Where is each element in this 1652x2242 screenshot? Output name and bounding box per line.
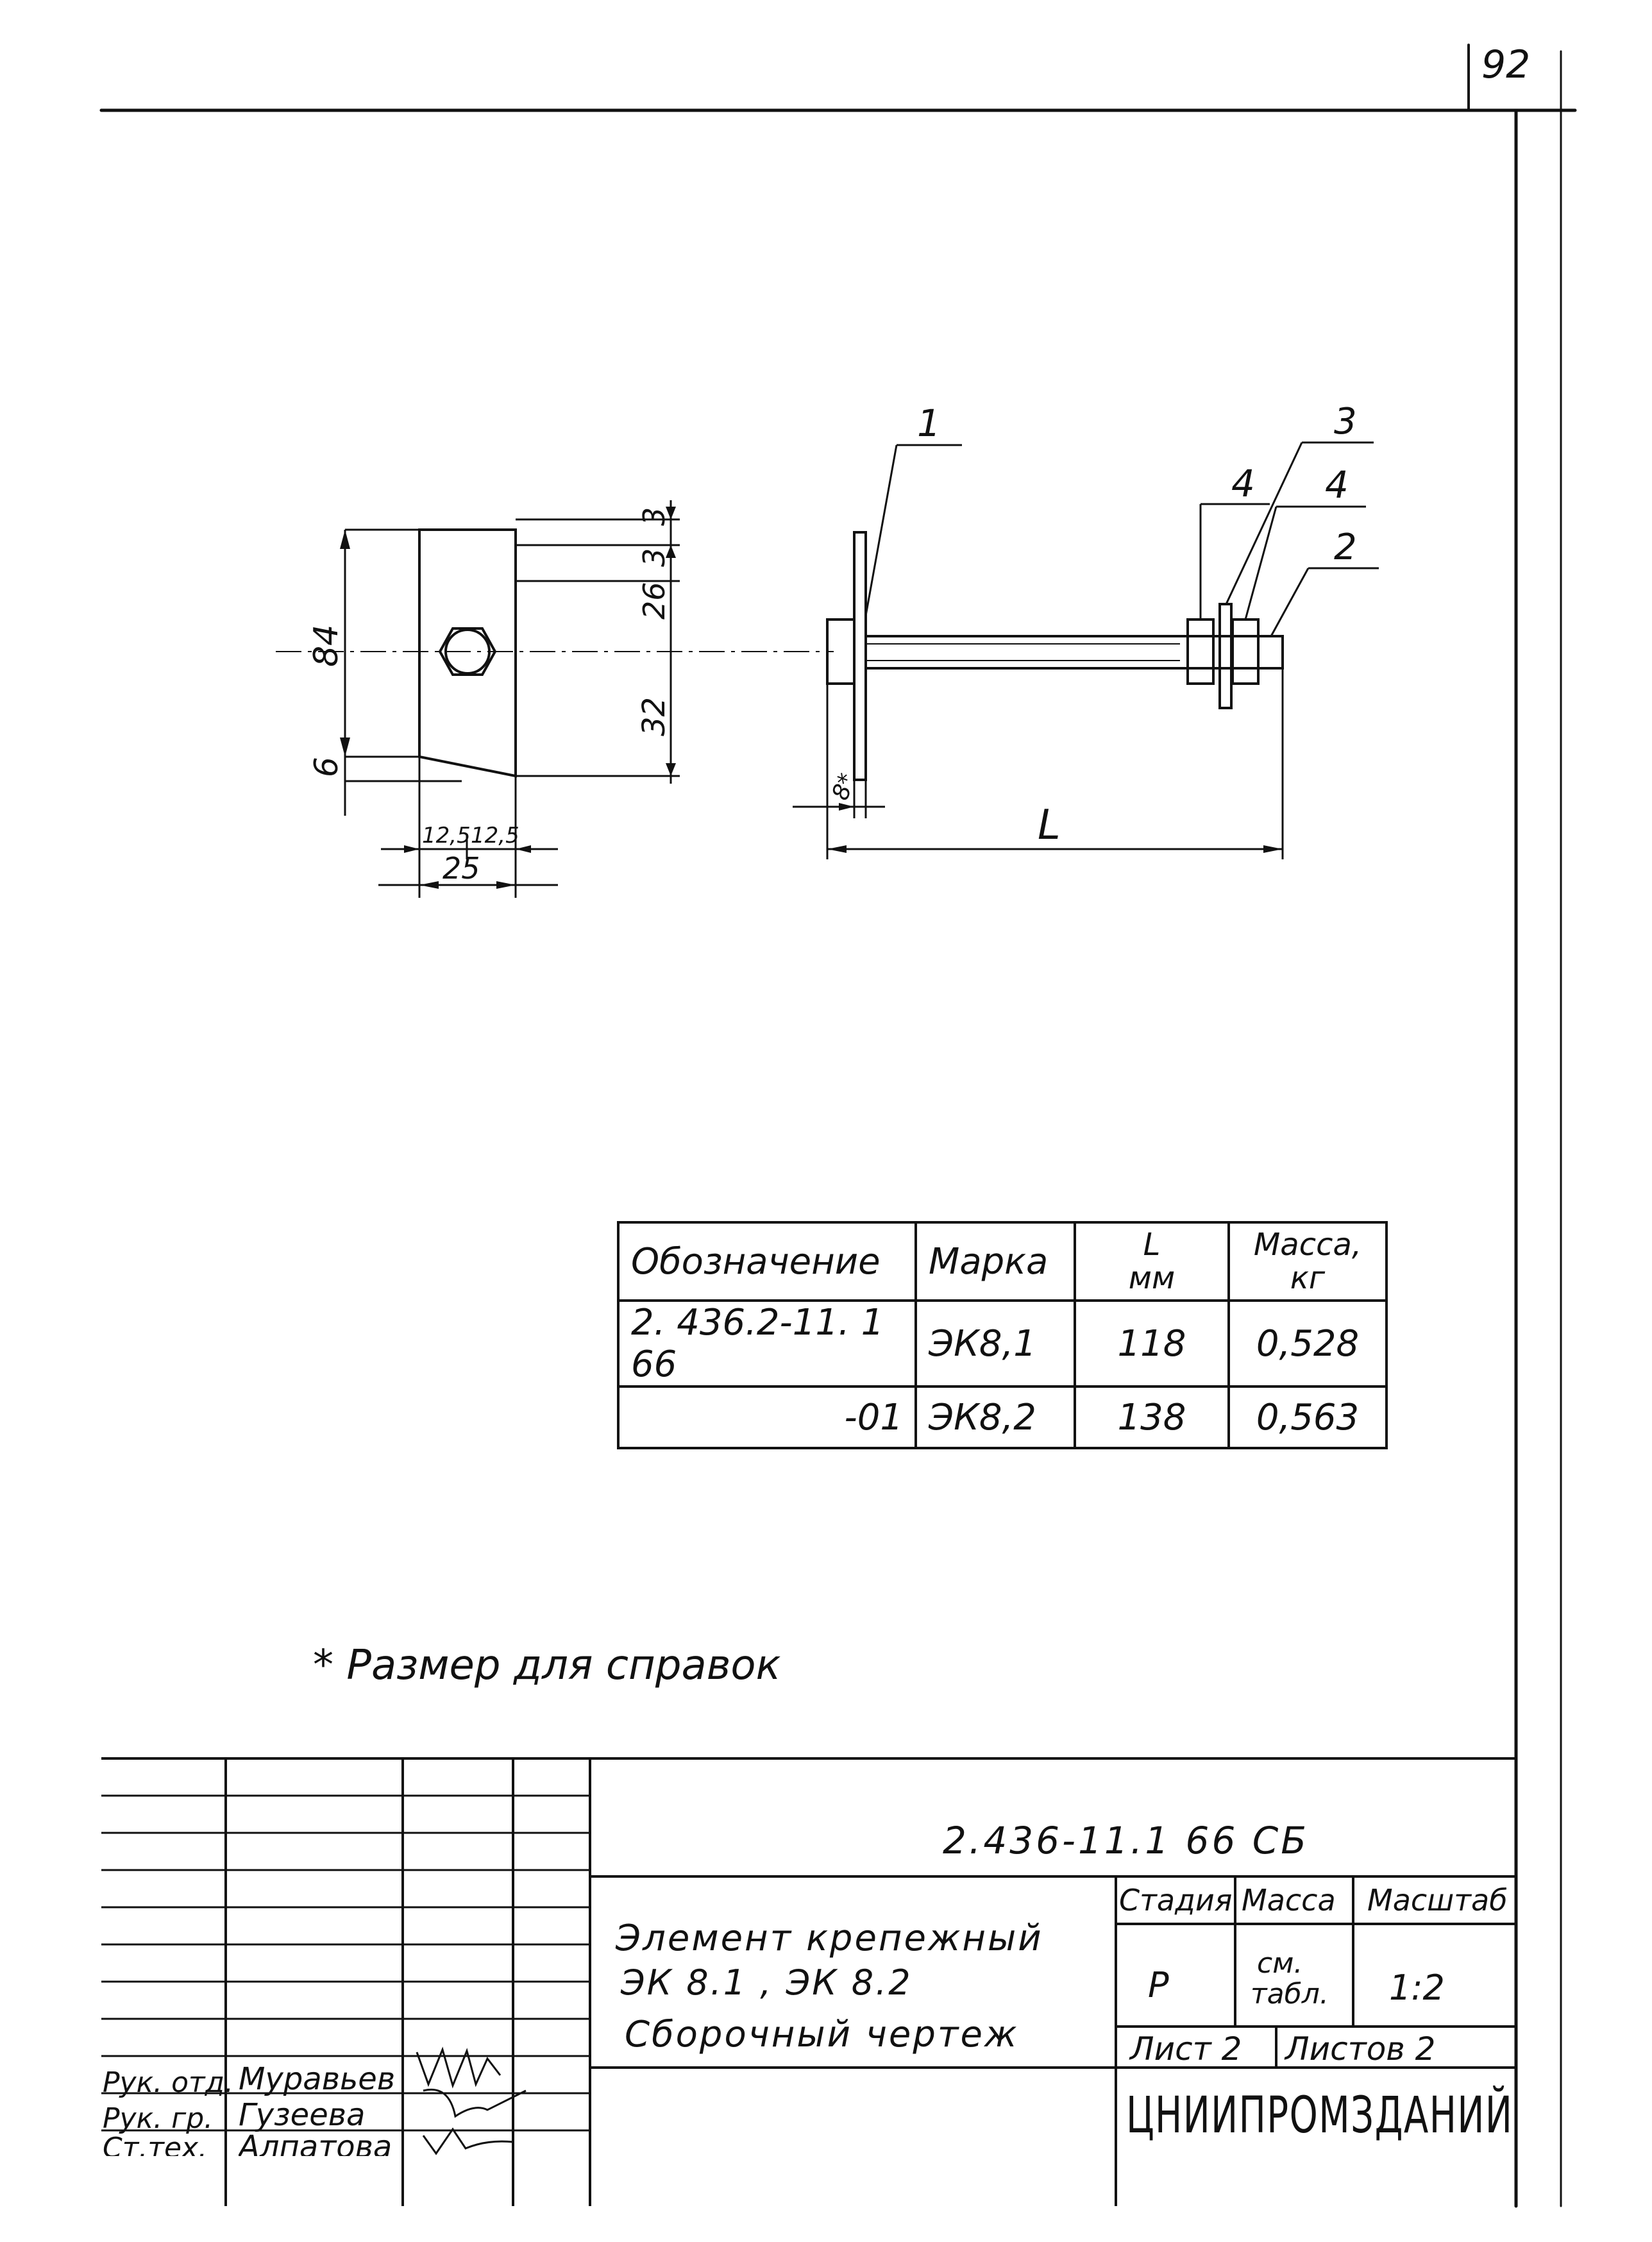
nut-item-4b	[1231, 618, 1260, 685]
dim-inner-top: 3	[637, 548, 671, 567]
sheet-label: Лист 2	[1130, 2030, 1242, 2068]
header-mass: Масса, кг	[1227, 1221, 1388, 1302]
signature-name-3: Алпатова	[239, 2129, 392, 2156]
dim-top: 3	[637, 507, 671, 526]
row1-mass: 0,528	[1227, 1299, 1388, 1388]
stage-value: Р	[1148, 1965, 1169, 2005]
row2-designation: -01	[617, 1385, 917, 1449]
signature-marks	[416, 2046, 527, 2155]
plate-outline	[418, 528, 517, 778]
signature-role-1: Рук. отд.	[103, 2066, 234, 2099]
bolt-shaft	[864, 635, 1284, 670]
title-line-3: Сборочный чертеж	[625, 2014, 1019, 2055]
header-length-line1: L	[1143, 1227, 1161, 1263]
sheets-label: Листов 2	[1285, 2030, 1436, 2068]
signature-name-1: Муравьев	[239, 2061, 396, 2097]
header-mark: Марка	[914, 1221, 1076, 1302]
title-block-rows	[101, 1794, 590, 2132]
mass-value-line-2: табл.	[1251, 1978, 1329, 2010]
callout-3: 3	[1334, 401, 1357, 442]
page-number: 92	[1481, 42, 1531, 87]
table-row: -01 ЭК8,2 138 0,563	[617, 1385, 1388, 1449]
dim-lower: 32	[636, 697, 672, 736]
drawing-labels: 84 6 3 3 26 32 12,5 12,5 25 1 4 3 4 2 8*…	[307, 401, 1357, 886]
mass-header: Масса	[1242, 1883, 1336, 1917]
dim-width: 25	[442, 851, 480, 886]
signature-role-3: Ст.тех.	[103, 2132, 208, 2156]
header-mass-line1: Масса,	[1253, 1227, 1362, 1263]
row2-mass: 0,563	[1227, 1385, 1388, 1449]
table-row: 2. 436.2-11. 1 66 ЭК8,1 118 0,528	[617, 1299, 1388, 1388]
document-code: 2.436-11.1 66 СБ	[943, 1819, 1310, 1862]
row1-length: 118	[1074, 1299, 1230, 1388]
dim-bottom: 6	[308, 757, 345, 777]
row2-length: 138	[1074, 1385, 1230, 1449]
table-header-row: Обозначение Марка L мм Масса, кг	[617, 1221, 1388, 1302]
header-length-line2: мм	[1128, 1260, 1176, 1296]
spec-table: Обозначение Марка L мм Масса, кг 2. 436.…	[617, 1221, 1388, 1449]
dim-arrows-left	[340, 507, 676, 889]
title-line-1: Элемент крепежный	[616, 1917, 1043, 1959]
dim-half-left: 12,5	[422, 823, 471, 848]
row1-mark: ЭК8,1	[914, 1299, 1076, 1388]
callout-4b: 4	[1325, 463, 1349, 507]
stage-header: Стадия	[1119, 1883, 1233, 1917]
bolt-side-view	[826, 531, 1284, 781]
callout-4a: 4	[1231, 462, 1255, 505]
dim-half-right: 12,5	[471, 823, 519, 848]
signature-name-2: Гузеева	[239, 2097, 366, 2133]
row2-mark: ЭК8,2	[914, 1385, 1076, 1449]
dim-upper: 26	[637, 582, 671, 620]
nut-item-4a	[1186, 618, 1215, 685]
dim-thickness: 8*	[827, 770, 861, 804]
row1-designation: 2. 436.2-11. 1 66	[617, 1299, 917, 1388]
scale-value: 1:2	[1389, 1968, 1445, 2008]
signature-role-2: Рук. гр.	[103, 2102, 214, 2135]
dim-length: L	[1038, 802, 1061, 849]
side-arrows	[827, 803, 1283, 853]
header-length: L мм	[1074, 1221, 1230, 1302]
plate-front-view	[276, 528, 834, 778]
header-mass-line2: кг	[1290, 1260, 1326, 1296]
title-line-2: ЭК 8.1 , ЭК 8.2	[621, 1962, 913, 2003]
scale-header: Масштаб	[1367, 1883, 1508, 1917]
dim-height-total: 84	[307, 625, 346, 667]
mass-value-line-1: см.	[1257, 1947, 1303, 1980]
footnote: * Размер для справок	[313, 1642, 781, 1689]
callout-2: 2	[1334, 527, 1357, 568]
washer-item-3	[1218, 603, 1233, 709]
side-dimensions	[793, 668, 1284, 859]
header-designation: Обозначение	[617, 1221, 917, 1302]
bolt-head	[826, 618, 856, 685]
callout-1: 1	[917, 401, 941, 445]
callout-leaders	[864, 441, 1379, 637]
plate-side	[853, 531, 867, 781]
organization-name: ЦНИИПРОМЗДАНИЙ	[1126, 2087, 1513, 2145]
